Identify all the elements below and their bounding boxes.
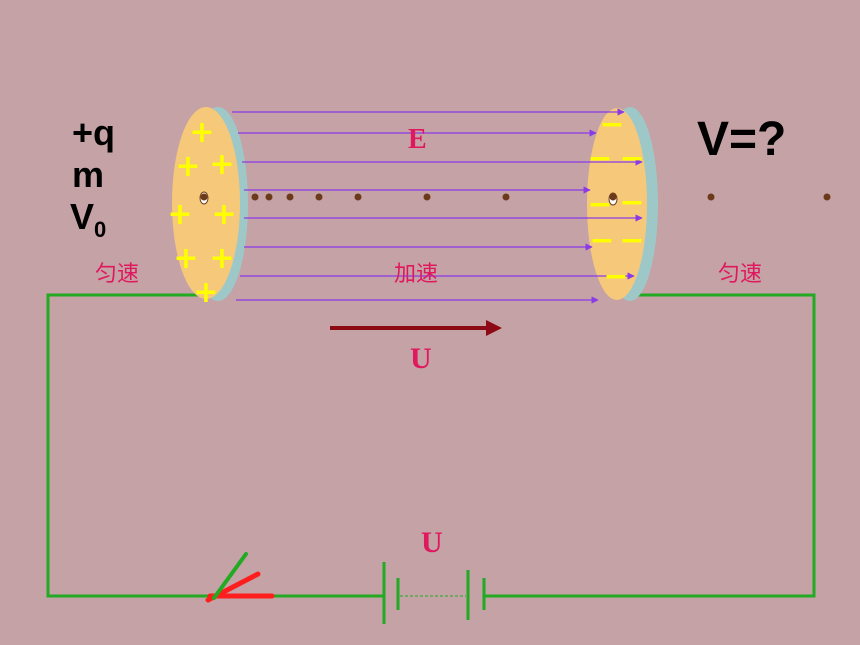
field-label: E bbox=[408, 124, 427, 155]
charge-label: +q bbox=[72, 112, 116, 153]
wire-right bbox=[484, 293, 816, 598]
negative-plate bbox=[587, 107, 658, 301]
battery-voltage-label: U bbox=[421, 526, 443, 559]
minus-sign: − bbox=[587, 141, 612, 176]
battery bbox=[382, 562, 486, 624]
particle-dot bbox=[502, 193, 510, 201]
minus-sign: − bbox=[599, 107, 624, 142]
mass-label: m bbox=[72, 154, 105, 195]
plus-sign: + bbox=[175, 149, 200, 184]
particle-dot bbox=[315, 193, 323, 201]
minus-sign: − bbox=[619, 185, 644, 220]
plus-sign: + bbox=[189, 115, 214, 150]
minus-sign: − bbox=[603, 259, 628, 294]
wire-left bbox=[46, 293, 210, 598]
switch-green-arm bbox=[212, 552, 248, 600]
particle-dot bbox=[609, 193, 617, 201]
plus-sign: + bbox=[193, 275, 218, 310]
particle-trajectory bbox=[200, 193, 831, 201]
acceleration-label: 加速 bbox=[394, 262, 439, 287]
minus-sign: − bbox=[587, 187, 612, 222]
minus-sign: − bbox=[619, 223, 644, 258]
plus-sign: + bbox=[167, 197, 192, 232]
particle-dot bbox=[200, 193, 208, 201]
negative-charges: − − − − − − − − bbox=[587, 107, 644, 294]
voltage-arrow bbox=[330, 320, 502, 336]
particle-dot bbox=[251, 193, 259, 201]
electric-field-lines bbox=[232, 108, 643, 304]
minus-sign: − bbox=[619, 141, 644, 176]
uniform-motion-before-label: 匀速 bbox=[95, 262, 140, 287]
initial-velocity-symbol: V bbox=[70, 196, 95, 237]
particle-dot bbox=[823, 193, 831, 201]
initial-velocity-subscript: 0 bbox=[94, 217, 107, 243]
particle-dot bbox=[423, 193, 431, 201]
uniform-motion-after-label: 匀速 bbox=[718, 262, 763, 287]
particle-dot bbox=[354, 193, 362, 201]
minus-sign: − bbox=[589, 223, 614, 258]
plus-sign: + bbox=[209, 241, 234, 276]
circuit-wire bbox=[46, 293, 816, 598]
initial-velocity-label: V0 bbox=[70, 196, 106, 243]
plus-sign: + bbox=[209, 147, 234, 182]
particle-dot bbox=[265, 193, 273, 201]
plate-voltage-label: U bbox=[410, 342, 432, 375]
plus-sign: + bbox=[173, 241, 198, 276]
exit-velocity-label: V=? bbox=[697, 113, 787, 166]
particle-dot bbox=[286, 193, 294, 201]
switch bbox=[205, 552, 275, 603]
voltage-arrow-head bbox=[486, 320, 502, 336]
particle-dot bbox=[707, 193, 715, 201]
plus-sign: + bbox=[211, 197, 236, 232]
positive-charges: + + + + + + + + bbox=[167, 115, 236, 310]
negative-plate-face bbox=[587, 108, 647, 300]
